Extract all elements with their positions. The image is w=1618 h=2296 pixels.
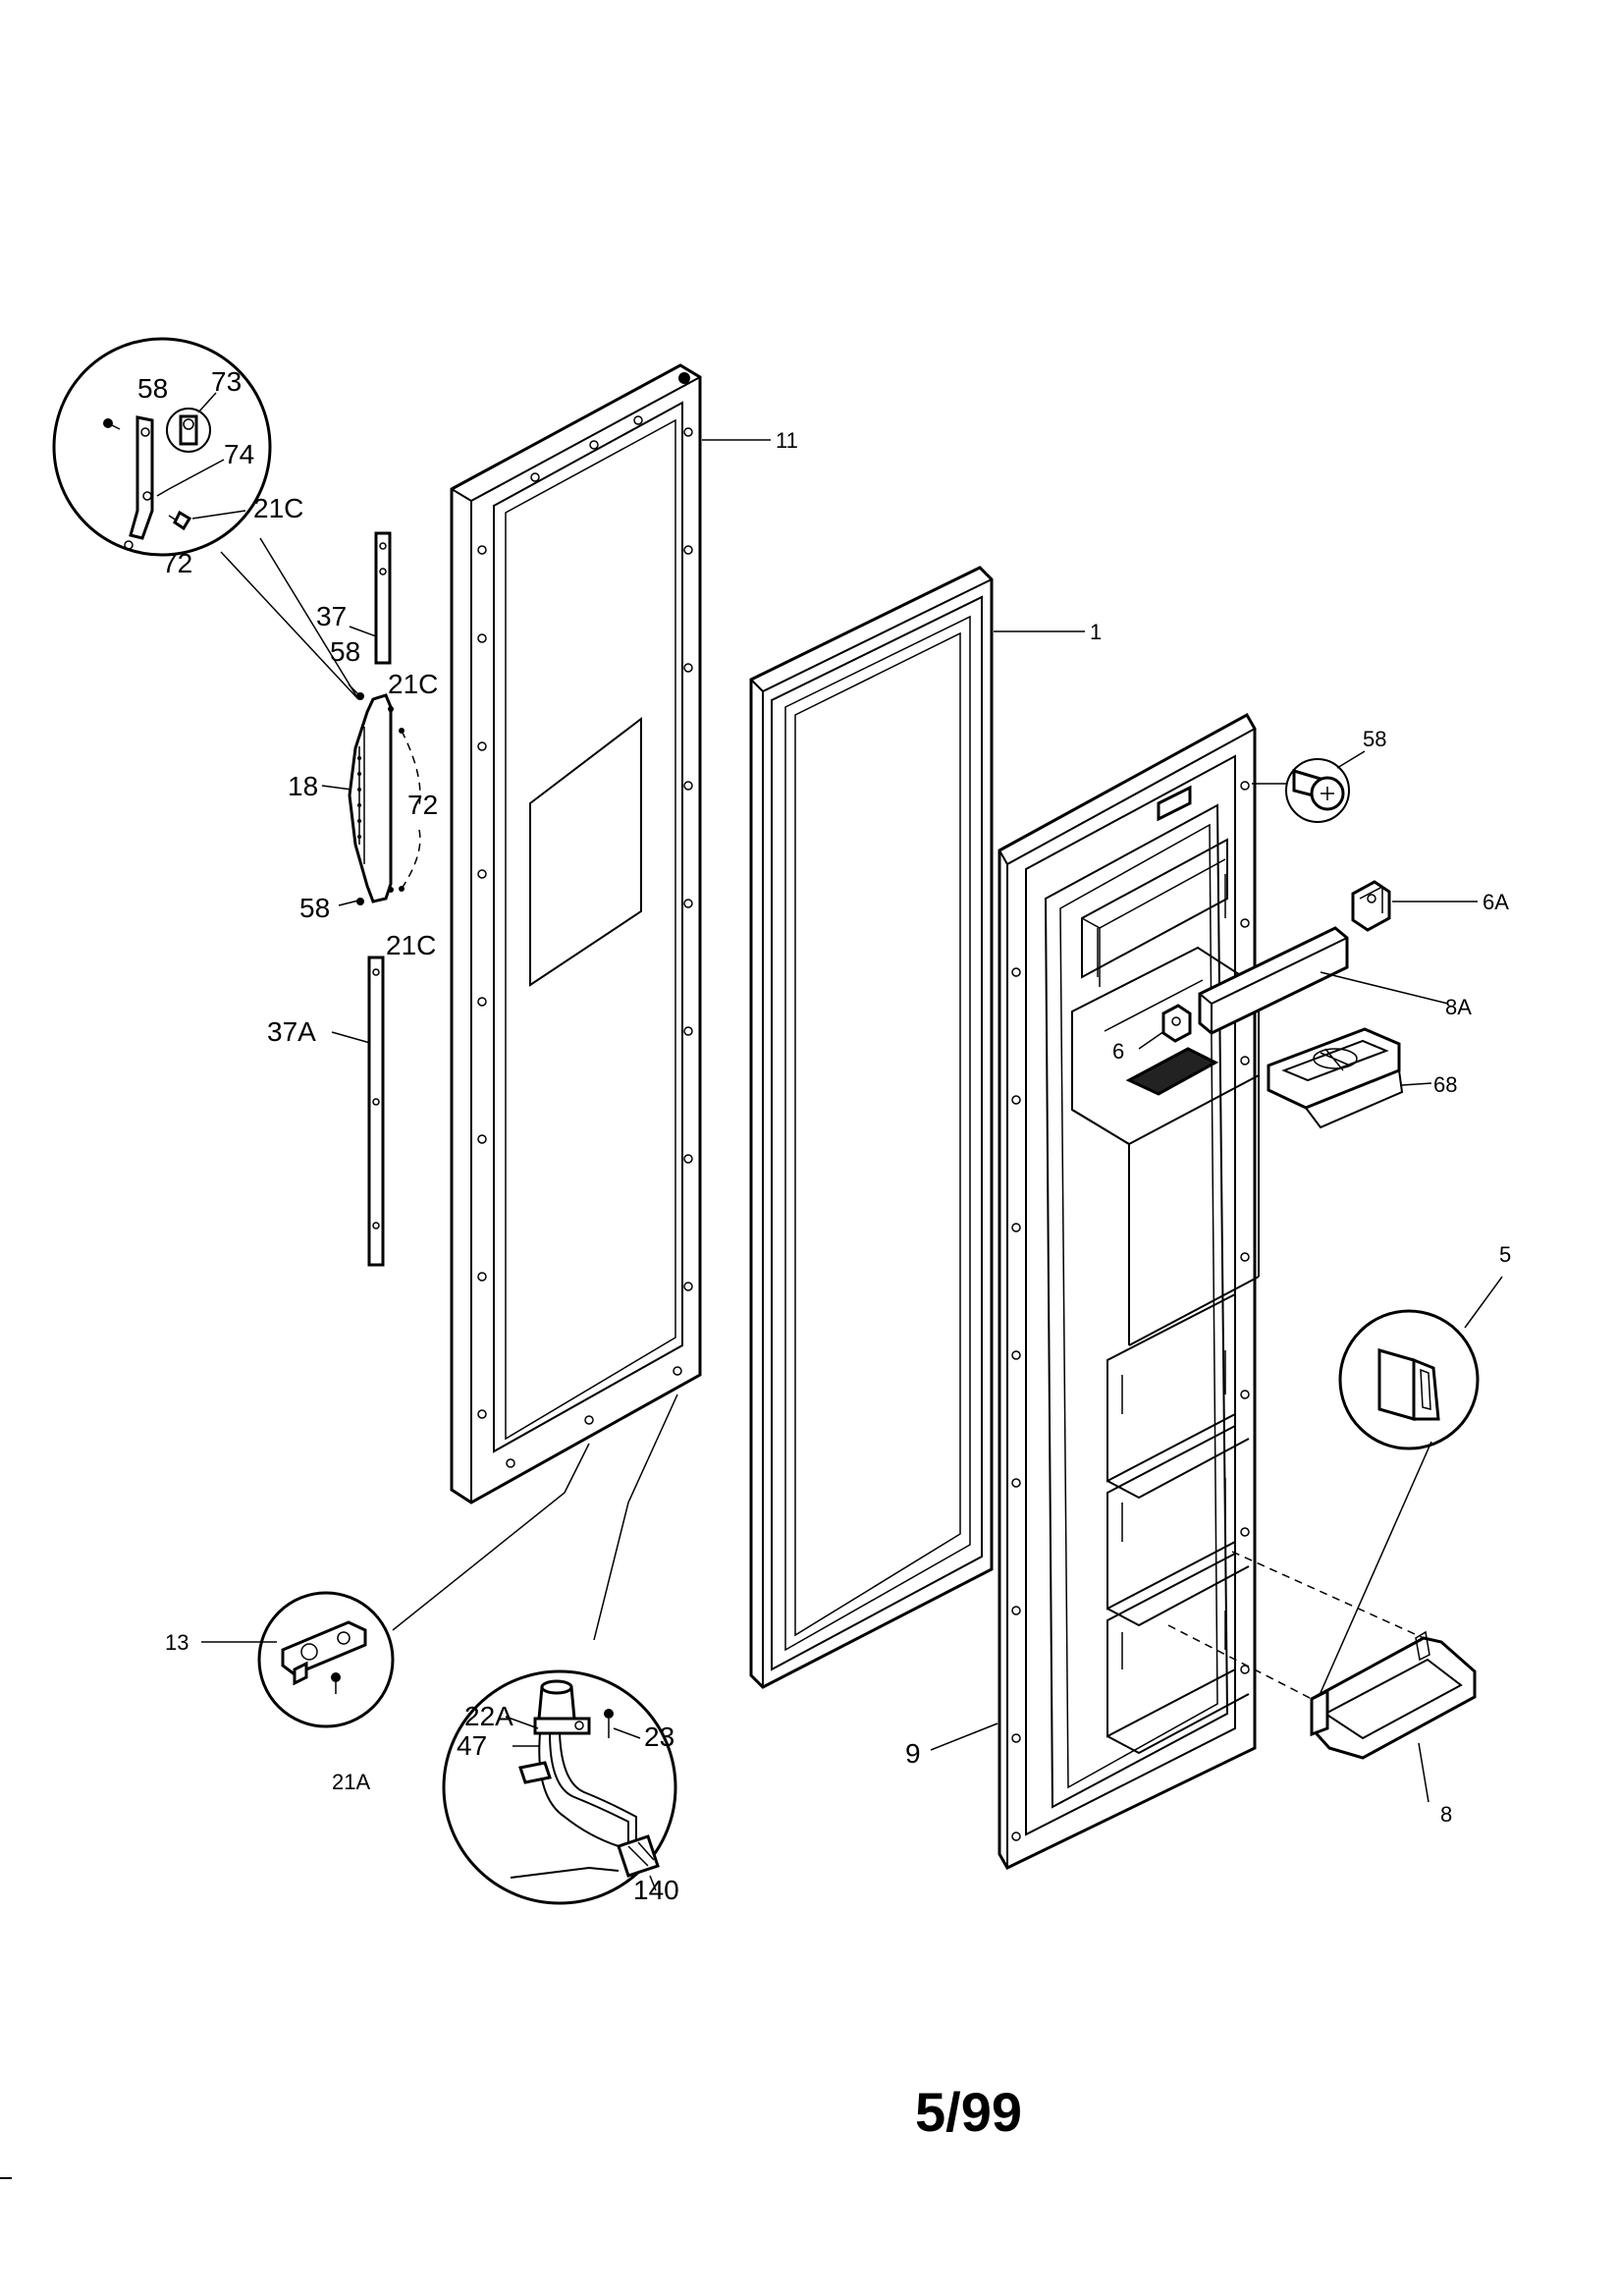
callout-47: 47 (457, 1730, 487, 1761)
screw-58-detail (1252, 750, 1366, 823)
callout-22a: 22A (464, 1701, 513, 1731)
detail-switch-wiring (442, 1394, 678, 1905)
detail-handle-mount (52, 337, 272, 557)
shelf-rail-8 (1167, 1551, 1477, 1803)
rail-8a (1198, 926, 1449, 1035)
callout-73: 73 (211, 366, 242, 397)
callout-72-detail: 72 (162, 548, 192, 578)
callout-13: 13 (165, 1630, 189, 1655)
detail-part-5 (1315, 1276, 1503, 1705)
callout-37: 37 (316, 601, 347, 631)
callout-5: 5 (1499, 1242, 1511, 1267)
callout-9: 9 (905, 1738, 921, 1769)
callout-8a: 8A (1445, 995, 1472, 1019)
callout-21a: 21A (332, 1770, 370, 1794)
part-6a (1351, 880, 1478, 932)
outer-door-panel (450, 363, 771, 1504)
callout-58-detail: 58 (137, 373, 168, 404)
callout-68: 68 (1433, 1072, 1457, 1097)
callout-58-right: 58 (1363, 727, 1386, 751)
callout-6: 6 (1112, 1039, 1124, 1064)
callout-74: 74 (224, 439, 254, 469)
callout-21c-detail: 21C (253, 493, 303, 523)
callout-18: 18 (288, 771, 318, 801)
callout-6a: 6A (1483, 890, 1509, 914)
callout-1: 1 (1090, 620, 1102, 644)
inner-door-liner (930, 712, 1260, 1870)
lamp-housing-68 (1267, 1027, 1432, 1129)
door-gasket (749, 566, 1085, 1689)
callout-72-b: 72 (407, 790, 438, 820)
part-6 (1138, 1004, 1192, 1050)
callout-8: 8 (1440, 1802, 1452, 1827)
callout-21c-b: 21C (386, 930, 436, 960)
callout-140: 140 (633, 1875, 679, 1905)
handle-assembly (321, 531, 421, 1267)
detail-hinge-bracket-13 (201, 1443, 590, 1728)
callout-21c-a: 21C (388, 669, 438, 699)
page-code: 5/99 (915, 2081, 1022, 2143)
callout-58-a: 58 (330, 636, 360, 667)
callout-37a: 37A (267, 1016, 316, 1047)
callout-58-b: 58 (299, 893, 330, 923)
callout-23: 23 (644, 1722, 674, 1752)
callout-11: 11 (776, 428, 798, 453)
